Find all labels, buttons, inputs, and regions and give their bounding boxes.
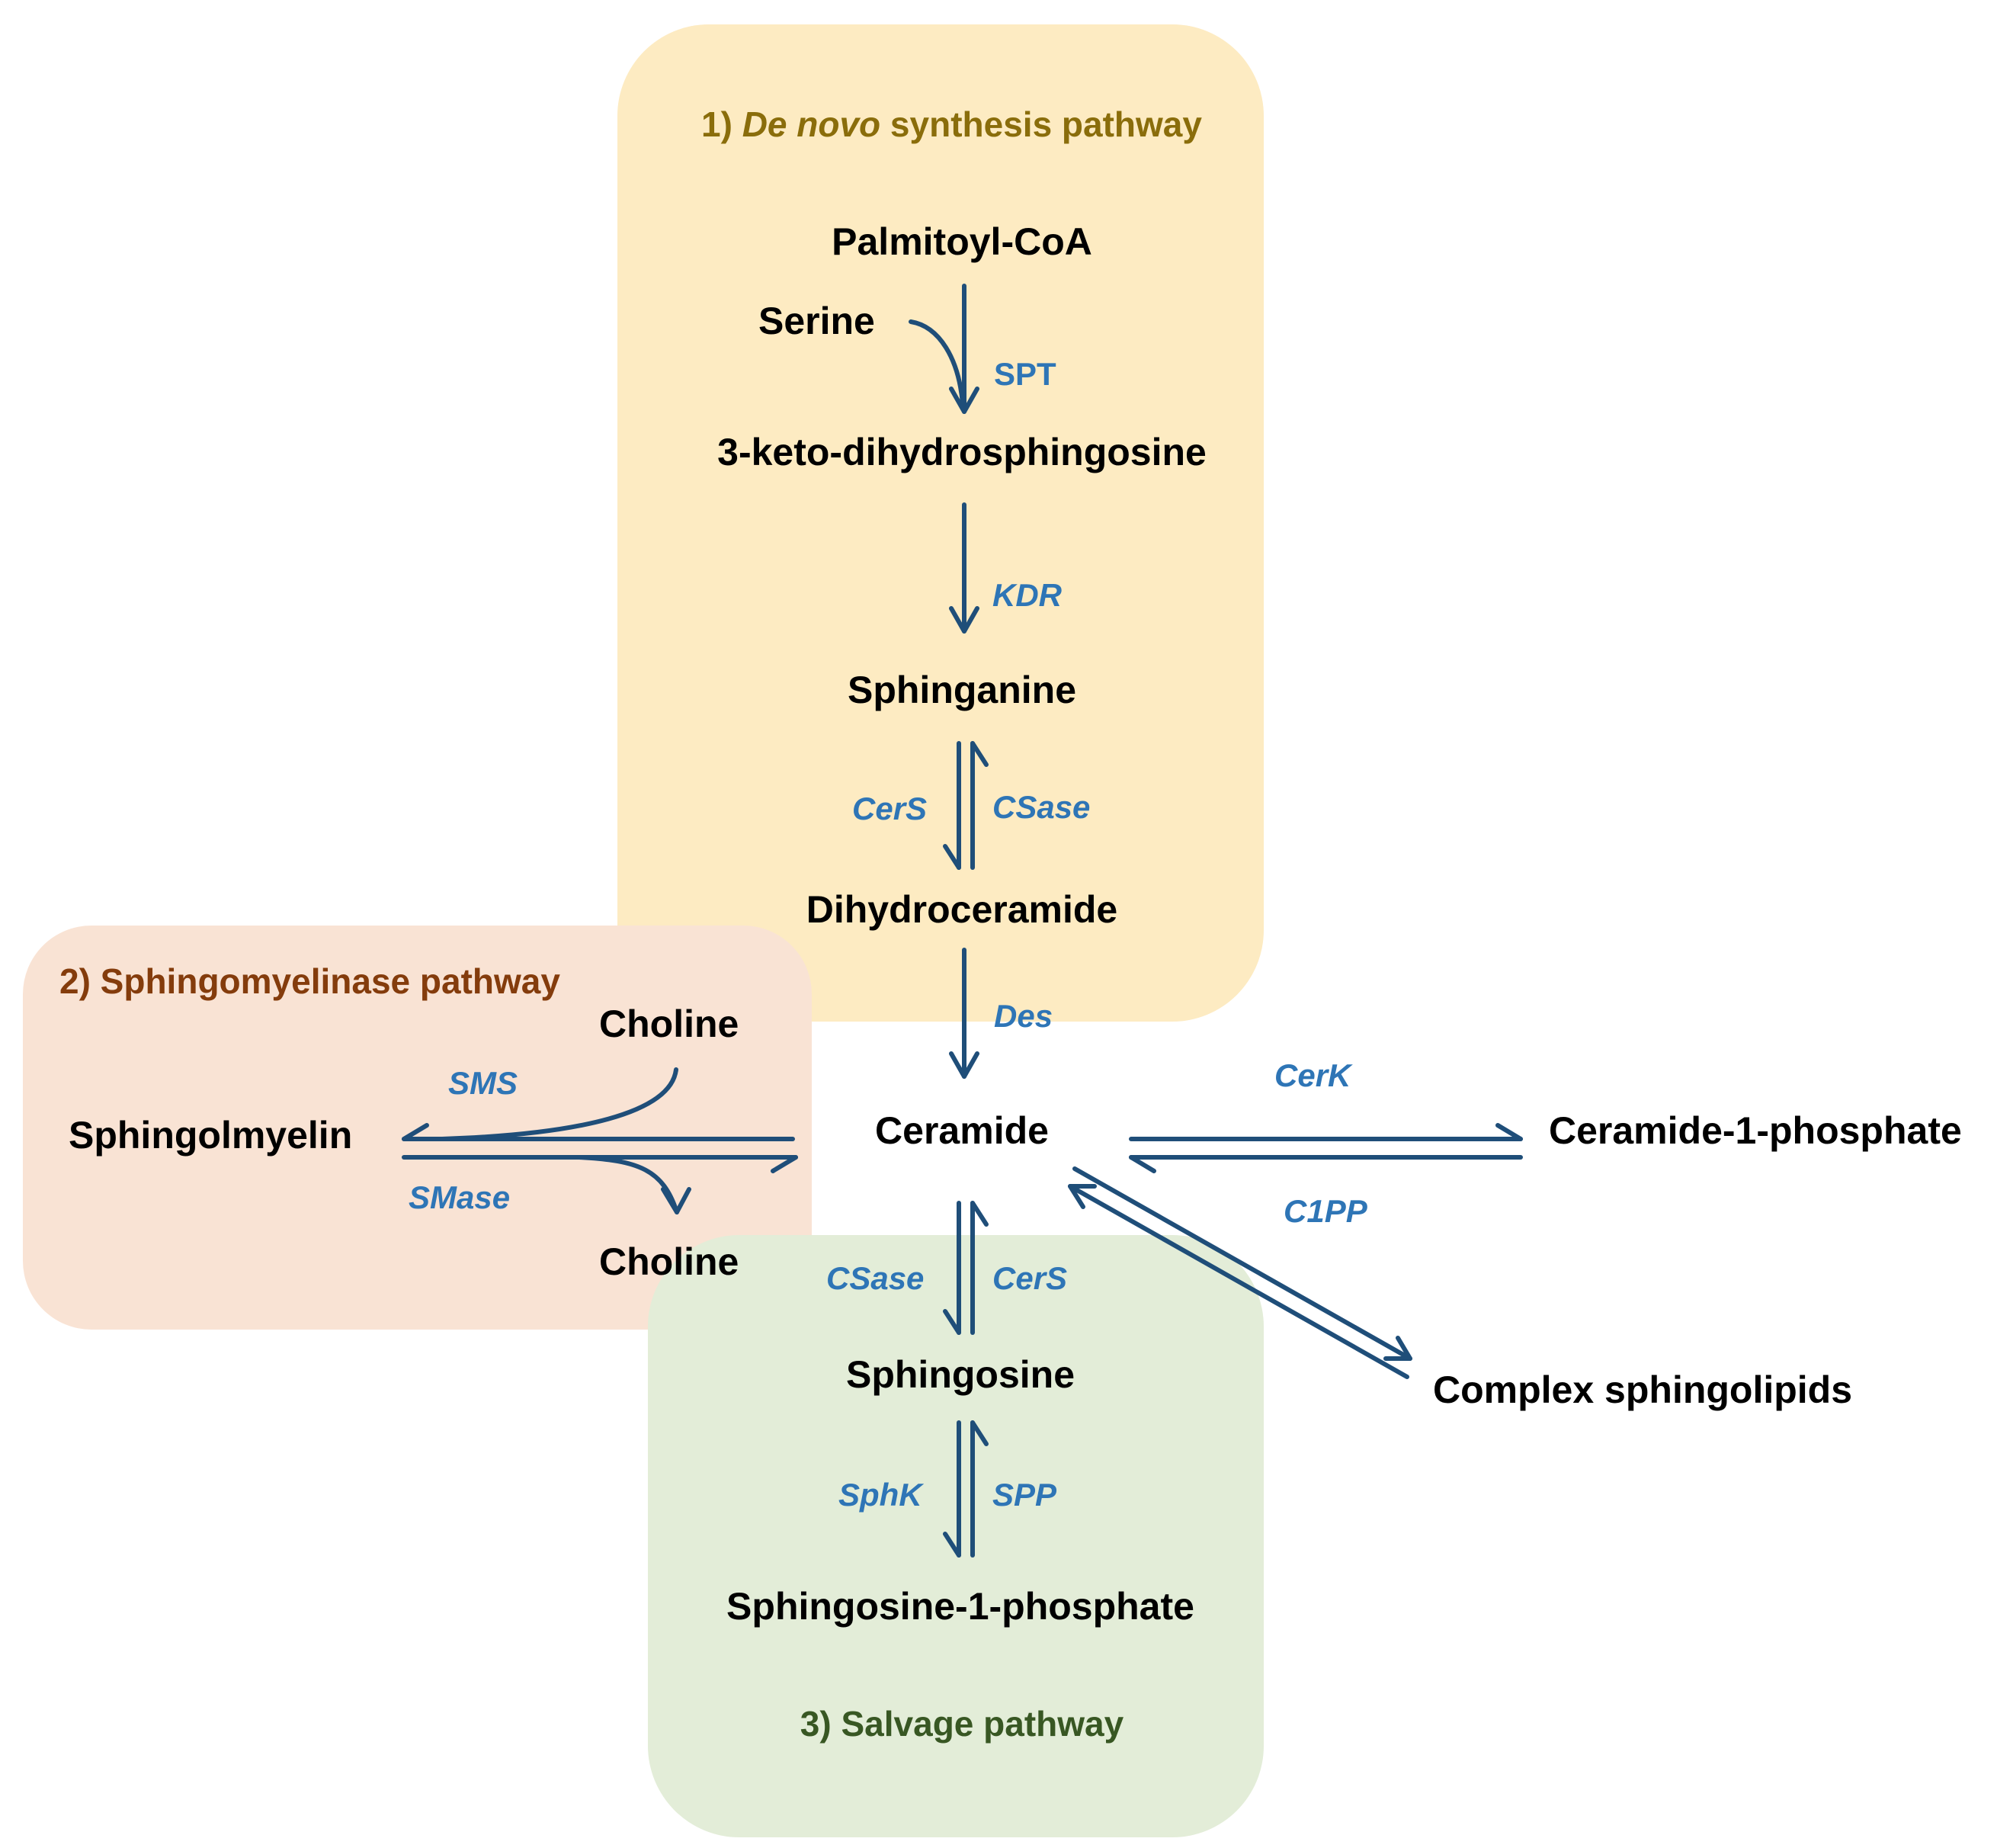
- de-novo-pathway-title: 1) De novo synthesis pathway: [701, 104, 1202, 144]
- metabolite-palmitoyl-coa: Palmitoyl-CoA: [832, 220, 1092, 263]
- arrow-sphingosine-s1p: [943, 1420, 989, 1558]
- arrow-dihydroceramide-to-ceramide: [949, 948, 979, 1079]
- metabolite-sphingosine: Sphingosine: [846, 1353, 1075, 1396]
- enzyme-spt: SPT: [994, 356, 1056, 392]
- enzyme-csase-bottom: CSase: [826, 1260, 925, 1296]
- arrow-ceramide-sphingosine: [943, 1201, 989, 1335]
- metabolite-complex-sphingolipids: Complex sphingolipids: [1433, 1368, 1853, 1411]
- metabolite-3-keto-dihydrosphingosine: 3-keto-dihydrosphingosine: [717, 431, 1207, 473]
- arrow-palmitoyl-to-keto: [949, 284, 979, 414]
- enzyme-cers-top: CerS: [852, 791, 928, 826]
- metabolite-serine: Serine: [758, 300, 875, 342]
- metabolite-sphingosine-1-phosphate: Sphingosine-1-phosphate: [726, 1585, 1194, 1628]
- enzyme-spp: SPP: [992, 1477, 1057, 1513]
- arrow-ceramide-c1p: [1129, 1123, 1523, 1173]
- metabolite-ceramide: Ceramide: [875, 1109, 1049, 1152]
- enzyme-cers-bottom: CerS: [992, 1260, 1068, 1296]
- metabolite-sphingomyelin: Sphingolmyelin: [69, 1114, 353, 1157]
- metabolite-dihydroceramide: Dihydroceramide: [806, 888, 1118, 931]
- arrow-keto-to-sphinganine: [949, 502, 979, 634]
- metabolite-choline-bottom: Choline: [599, 1240, 739, 1283]
- enzyme-des: Des: [994, 998, 1053, 1034]
- enzyme-sphk: SphK: [838, 1477, 922, 1513]
- metabolite-sphinganine: Sphinganine: [848, 669, 1076, 711]
- enzyme-csase-top: CSase: [992, 789, 1091, 825]
- enzyme-kdr: KDR: [992, 577, 1062, 613]
- arrow-ceramide-complex: [1068, 1166, 1412, 1379]
- arrow-serine-input: [909, 319, 965, 406]
- metabolite-ceramide-1-phosphate: Ceramide-1-phosphate: [1549, 1109, 1962, 1152]
- de-novo-pathway-region: [617, 24, 1264, 1022]
- enzyme-cerk: CerK: [1274, 1057, 1351, 1093]
- sphingomyelinase-pathway-title: 2) Sphingomyelinase pathway: [59, 961, 560, 1001]
- metabolite-choline-top: Choline: [599, 1003, 739, 1045]
- enzyme-c1pp: C1PP: [1284, 1193, 1367, 1229]
- salvage-pathway-title: 3) Salvage pathway: [800, 1704, 1124, 1744]
- salvage-pathway-region: [648, 1235, 1264, 1837]
- arrow-ceramide-sphingomyelin: [402, 1067, 798, 1214]
- arrow-sphinganine-dihydroceramide: [943, 741, 989, 870]
- enzyme-sms: SMS: [448, 1065, 518, 1101]
- enzyme-smase: SMase: [409, 1179, 511, 1215]
